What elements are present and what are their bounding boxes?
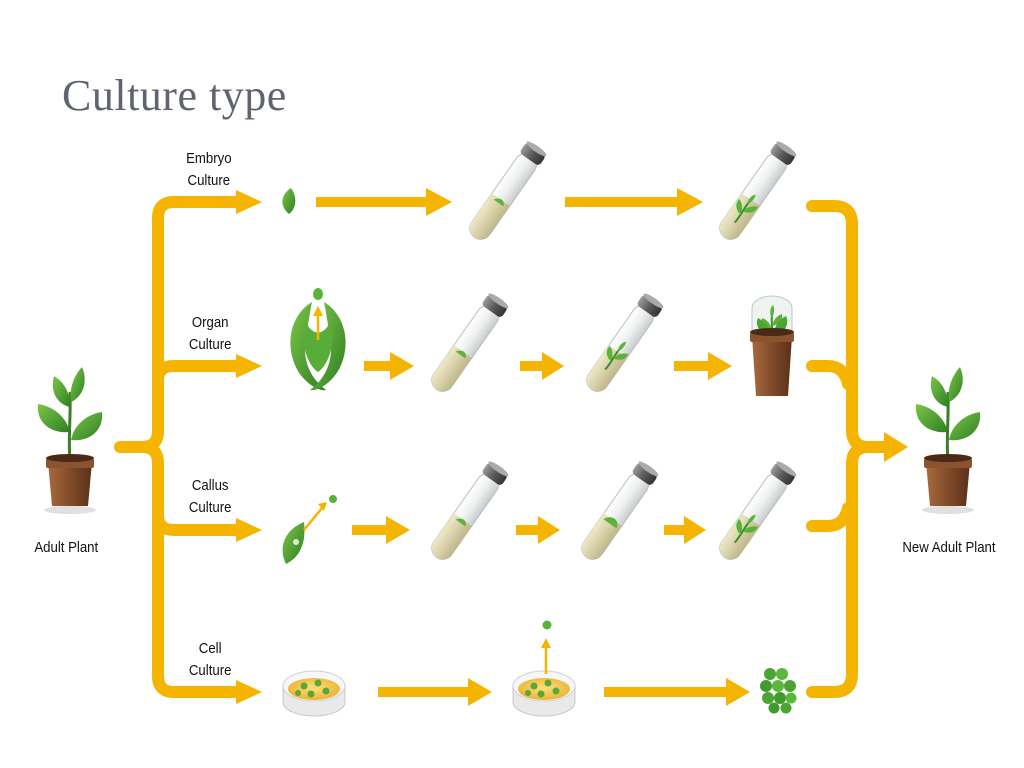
branch-label-embryo: Embryo Culture bbox=[186, 148, 231, 192]
branch-label-line1: Cell bbox=[198, 640, 222, 657]
callus-arrow-2 bbox=[516, 516, 560, 544]
cell-row bbox=[282, 620, 797, 717]
branch-label-line2: Culture bbox=[187, 172, 231, 189]
cell-arrow-1 bbox=[378, 678, 492, 706]
branch-label-line1: Embryo bbox=[186, 150, 232, 167]
adult-plant-icon bbox=[36, 365, 104, 516]
cell-arrow-2 bbox=[604, 678, 750, 706]
left-fork-arrows bbox=[114, 196, 244, 698]
embryo-arrow-1 bbox=[316, 188, 452, 216]
organ-tube-1-icon bbox=[426, 291, 511, 397]
cell-dish-1-icon bbox=[282, 670, 346, 717]
new-adult-plant-icon bbox=[914, 365, 982, 516]
cell-cluster-icon bbox=[760, 668, 797, 714]
callus-tube-2-icon bbox=[576, 459, 661, 565]
organ-explant-icon bbox=[290, 288, 346, 391]
slide-title: Culture type bbox=[62, 71, 287, 120]
right-fork-arrows bbox=[806, 200, 896, 698]
cell-dish-2-icon bbox=[512, 620, 576, 717]
embryo-row bbox=[282, 139, 799, 245]
left-fork-heads bbox=[236, 190, 262, 704]
callus-arrow-3 bbox=[664, 516, 706, 544]
branch-label-organ: Organ Culture bbox=[189, 312, 232, 356]
embryo-tube-2-icon bbox=[714, 139, 799, 245]
callus-tube-1-icon bbox=[426, 459, 511, 565]
callus-leaf-icon bbox=[282, 495, 337, 564]
embryo-arrow-2 bbox=[565, 188, 703, 216]
organ-arrow-2 bbox=[520, 352, 564, 380]
organ-arrow-1 bbox=[364, 352, 414, 380]
branch-label-line1: Organ bbox=[191, 314, 229, 331]
organ-jar-plant-icon bbox=[750, 295, 794, 396]
adult-plant-label: Adult Plant bbox=[34, 539, 99, 556]
right-fork-head bbox=[884, 432, 908, 462]
callus-tube-3-icon bbox=[714, 459, 799, 565]
branch-label-line2: Culture bbox=[188, 662, 232, 679]
organ-arrow-3 bbox=[674, 352, 732, 380]
new-adult-plant-label: New Adult Plant bbox=[902, 539, 996, 556]
organ-tube-2-icon bbox=[581, 291, 666, 397]
organ-row bbox=[290, 288, 794, 397]
branch-label-line2: Culture bbox=[188, 499, 232, 516]
embryo-leaf-icon bbox=[282, 188, 296, 214]
callus-row bbox=[282, 459, 799, 565]
callus-arrow-1 bbox=[352, 516, 410, 544]
branch-label-cell: Cell Culture bbox=[189, 638, 232, 682]
embryo-tube-1-icon bbox=[464, 139, 549, 245]
branch-label-line2: Culture bbox=[188, 336, 232, 353]
branch-label-line1: Callus bbox=[191, 477, 229, 494]
branch-label-callus: Callus Culture bbox=[189, 475, 232, 519]
